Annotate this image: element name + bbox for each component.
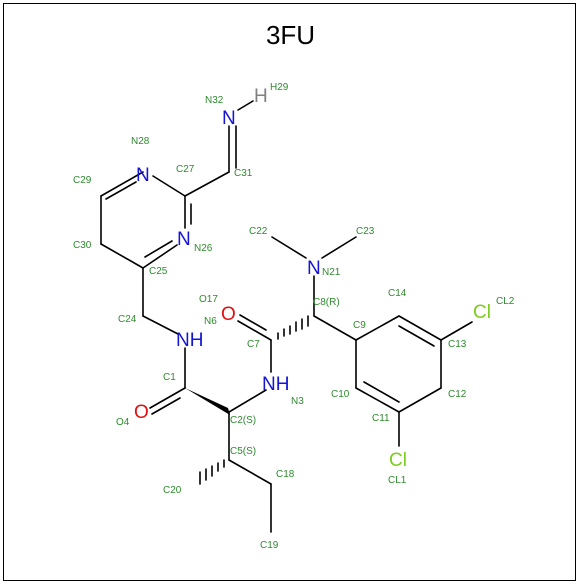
diagram-frame [3,3,576,581]
atom-label: H29 [270,82,289,93]
atom-symbol-n3: NH [262,374,289,395]
bond [228,459,272,485]
wedge-bond [185,388,230,415]
bond [100,243,144,269]
atom-label: C2(S) [230,415,256,426]
atom-symbol-n6: NH [176,330,203,351]
atom-label: C25 [149,266,168,277]
bond [440,321,473,341]
atom-label: C29 [73,175,92,186]
bond [237,100,254,111]
atom-label: C30 [73,240,92,251]
atom-label: C14 [388,288,407,299]
molecule-title: 3FU [265,20,316,50]
atom-symbol-cl1: Cl [389,450,407,471]
atom-label: O17 [199,294,218,305]
element-symbol-layer: N H N N N O NH NH O Cl Cl [134,86,491,471]
bond [100,171,144,197]
atom-symbol-n21: N [307,258,321,279]
bond [151,397,181,415]
atom-label: N6 [204,316,217,327]
atom-label: C18 [276,469,295,480]
atom-label: N28 [131,136,150,147]
atom-label: C19 [260,540,279,551]
atom-label: C5(S) [230,446,256,457]
bond [142,244,178,269]
bond [363,381,400,403]
atom-symbol-cl2: Cl [473,302,491,323]
atom-symbol-h29: H [254,86,268,107]
bond [321,236,357,259]
bond [237,320,272,341]
bond [355,387,400,413]
bond [184,171,230,197]
atom-label: C9 [353,320,366,331]
atom-label: C23 [356,226,375,237]
bond [142,315,179,335]
atom-label: C31 [234,168,253,179]
atom-symbol-o4: O [134,402,149,423]
bond-layer [100,100,473,533]
atom-label: C24 [118,314,137,325]
atom-label: C12 [448,389,467,400]
bond [144,240,173,258]
atom-label: C27 [176,164,195,175]
atom-label: N32 [205,95,224,106]
atom-label: C10 [331,389,350,400]
atom-symbol-o17: O [221,304,236,325]
bond [355,315,400,341]
atom-label: CL2 [496,296,515,307]
bond [313,315,357,341]
atom-label: C8(R) [313,297,340,308]
atom-label: C20 [163,485,182,496]
atom-label: C11 [372,413,390,424]
atom-label: CL1 [388,475,407,486]
atom-label: N21 [322,267,341,278]
atom-label: N26 [194,243,213,254]
atom-label: N3 [291,396,304,407]
bond [152,175,186,197]
bond [228,389,267,413]
hashed-bond [199,459,225,485]
atom-symbol-n32: N [222,108,236,129]
bond [398,387,442,413]
atom-symbol-n26: N [177,229,191,250]
atom-label: C7 [247,339,260,350]
atom-label: C1 [163,372,176,383]
atom-label: C22 [249,226,268,237]
atom-label: O4 [116,417,130,428]
atom-label-layer: N32 H29 N28 C27 C31 C29 N26 C30 C25 C22 … [73,82,515,551]
bond [398,315,442,341]
bond [239,314,267,331]
bond [105,181,137,200]
hashed-bond [277,315,309,340]
bond [398,325,435,347]
bond [149,387,186,409]
atom-label: C13 [448,339,467,350]
atom-symbol-n28: N [136,165,150,186]
bond [271,236,307,259]
